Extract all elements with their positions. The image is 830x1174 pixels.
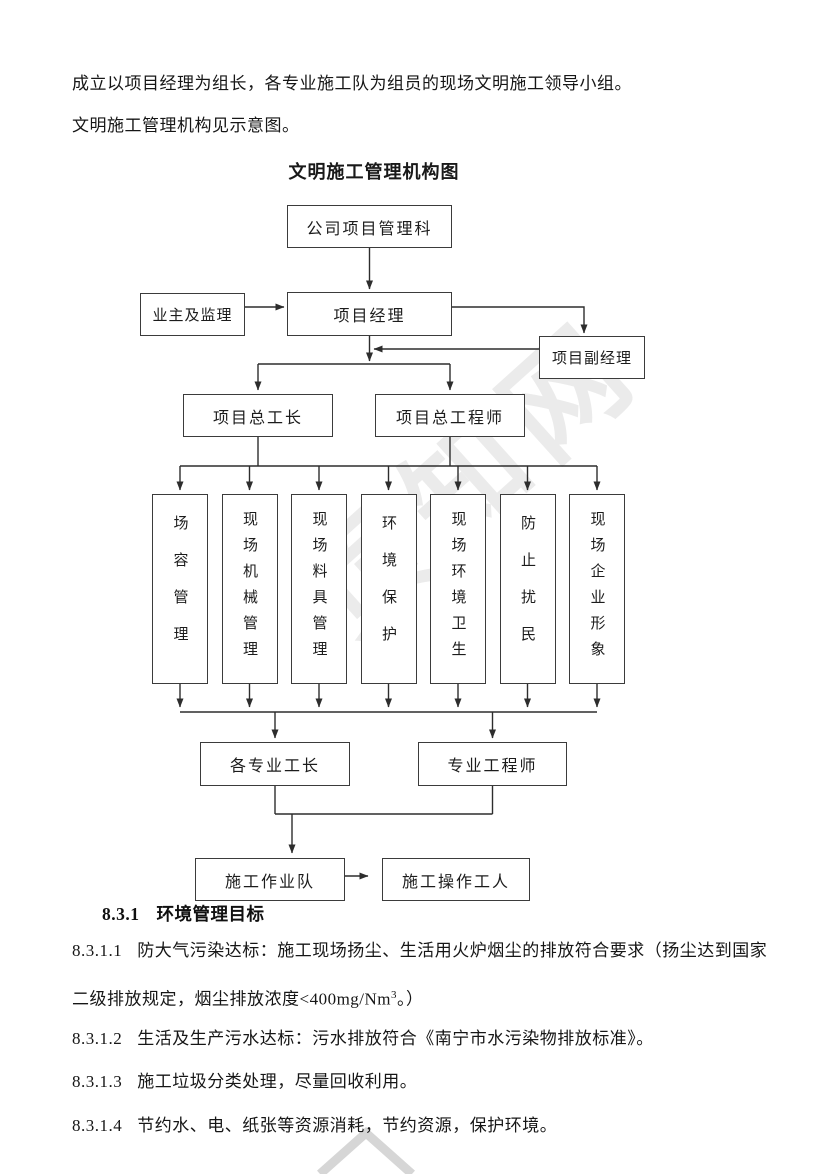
node-dept-site-materials: 现场料具管理: [291, 494, 347, 684]
node-owner-supervisor: 业主及监理: [140, 293, 245, 336]
node-chief-engineer: 项目总工程师: [375, 394, 525, 437]
node-dept-site-sanitation: 现场环境卫生: [430, 494, 486, 684]
section-heading-title: 环境管理目标: [156, 904, 265, 924]
node-specialty-foremen: 各专业工长: [200, 742, 350, 786]
node-project-manager: 项目经理: [287, 292, 452, 336]
node-dept-site-appearance: 场容管理: [152, 494, 208, 684]
intro-line-2: 文明施工管理机构见示意图。: [72, 116, 300, 135]
chart-title: 文明施工管理机构图: [288, 162, 460, 182]
node-deputy-manager: 项目副经理: [539, 336, 645, 379]
node-company: 公司项目管理科: [287, 205, 452, 248]
node-dept-noise-prevention: 防止扰民: [499, 494, 556, 684]
watermark-logo-fragment: [317, 1126, 415, 1174]
node-dept-site-machinery: 现场机械管理: [221, 494, 278, 684]
intro-line-1: 成立以项目经理为组长，各专业施工队为组员的现场文明施工领导小组。: [72, 74, 632, 93]
node-chief-foreman: 项目总工长: [183, 394, 333, 437]
section-heading: 8.3.1 环境管理目标: [102, 901, 265, 926]
node-construction-workers: 施工操作工人: [382, 858, 530, 901]
node-dept-environment-protection: 环境保护: [360, 494, 417, 684]
node-specialty-engineer: 专业工程师: [418, 742, 567, 786]
node-construction-team: 施工作业队: [195, 858, 345, 901]
node-dept-corporate-image: 现场企业形象: [569, 494, 625, 684]
section-heading-number: 8.3.1: [102, 904, 140, 924]
para-8311-line2: 二级排放规定，烟尘排放浓度<400mg/Nm3。）: [72, 989, 424, 1009]
